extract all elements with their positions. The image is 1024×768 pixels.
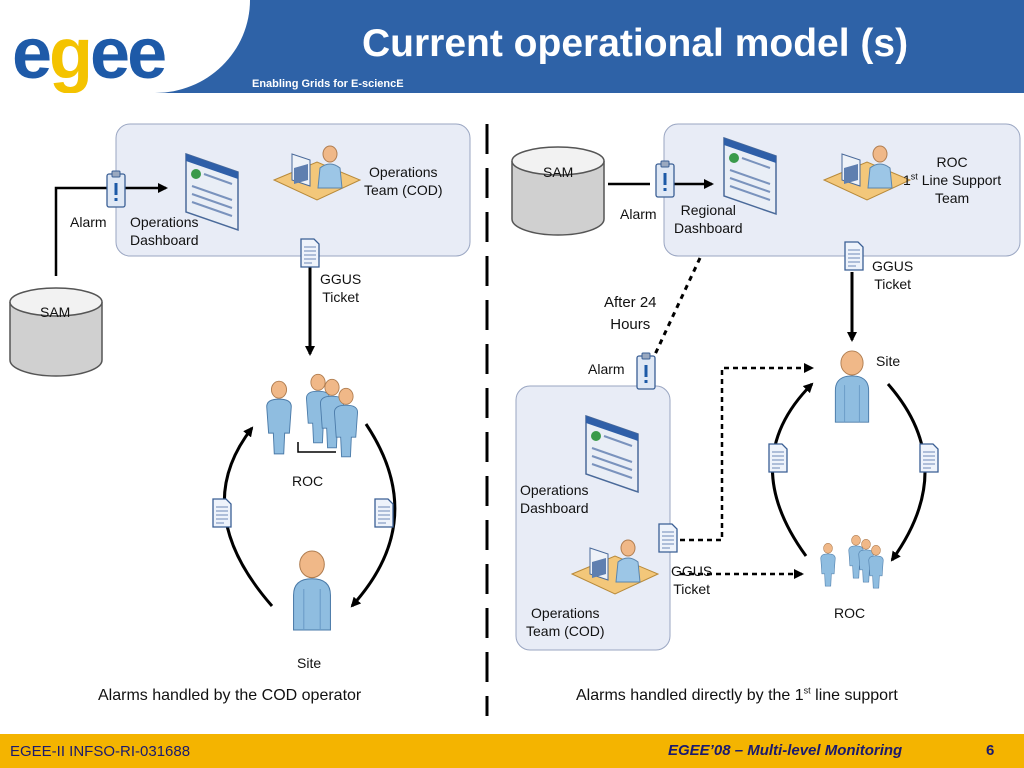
roc-label-right: ROC <box>834 605 866 621</box>
roc-r-person-1 <box>820 542 836 587</box>
ggus-ticket-right-2 <box>658 523 678 553</box>
footer-bar <box>0 734 1024 768</box>
caption-left: Alarms handled by the COD operator <box>98 687 362 704</box>
ticket-right-cycle-2 <box>919 443 939 473</box>
alarm-clip-right <box>655 160 675 198</box>
site-person-right <box>834 350 870 423</box>
diagram-canvas <box>9 123 1021 716</box>
sam-label-left: SAM <box>40 304 71 320</box>
roc-label-left: ROC <box>292 473 324 489</box>
ticket-right-cycle-1 <box>768 443 788 473</box>
site-label-left: Site <box>297 655 322 671</box>
svg-text:egee: egee <box>12 14 165 93</box>
footer-project-id: EGEE-II INFSO-RI-031688 <box>10 743 191 760</box>
egee-logo: egee <box>12 14 168 93</box>
alarm-label-right: Alarm <box>620 206 657 222</box>
caption-right: Alarms handled directly by the 1st line … <box>576 685 898 704</box>
page-number: 6 <box>986 742 995 759</box>
alarm-clip-right-2 <box>636 352 656 390</box>
site-person-left <box>293 550 331 631</box>
sam-label-right: SAM <box>543 164 574 180</box>
footer-event-title: EGEE’08 – Multi-level Monitoring <box>668 742 903 759</box>
roc-person-1 <box>266 380 292 455</box>
site-label-right: Site <box>876 353 901 369</box>
sam-cylinder-left <box>9 287 103 377</box>
ticket-left-cycle-2 <box>374 498 394 528</box>
ggus-ticket-right <box>844 241 864 271</box>
ggus-ticket-left <box>300 238 320 268</box>
tagline: Enabling Grids for E-sciencE <box>252 78 404 90</box>
ticket-left-cycle-1 <box>212 498 232 528</box>
alarm-clip-left <box>106 170 126 208</box>
alarm-label-right-2: Alarm <box>588 361 625 377</box>
roc-team-label: ROC 1st Line Support Team <box>903 154 1002 206</box>
slide-title: Current operational model (s) <box>362 22 909 65</box>
sam-cylinder-right <box>511 146 605 236</box>
alarm-label-left: Alarm <box>70 214 107 230</box>
